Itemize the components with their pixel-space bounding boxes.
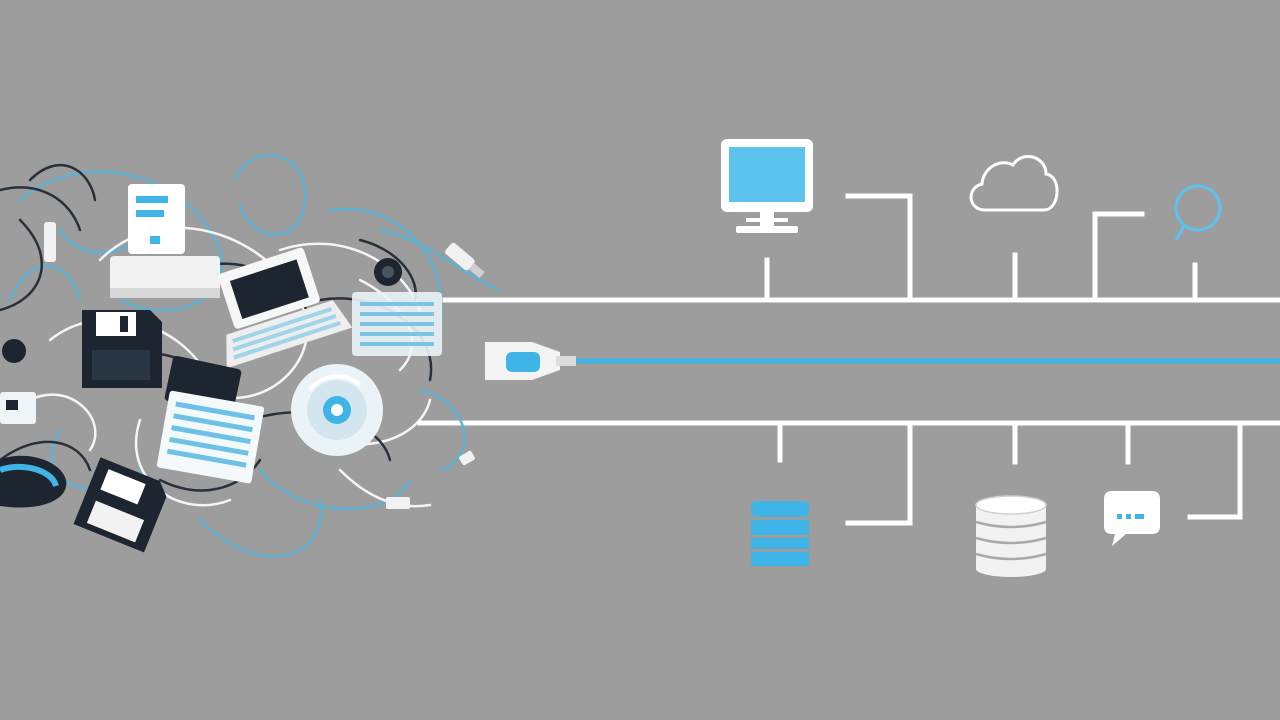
branch-lower-bracket-1 — [845, 420, 913, 526]
printer-icon — [110, 256, 220, 298]
database-icon — [975, 495, 1047, 577]
floppy-disk-icon — [82, 310, 162, 388]
network-lines — [417, 193, 1280, 526]
keyboard-icon — [352, 292, 442, 356]
server-icon — [751, 501, 809, 566]
floppy-disk-icon-small — [73, 457, 167, 553]
branch-lower-bracket-2 — [1187, 420, 1243, 520]
optical-disc-icon — [291, 364, 383, 456]
router-icon — [0, 392, 36, 424]
spreadsheet-icon — [156, 390, 265, 484]
cloud-icon — [969, 155, 1059, 212]
computer-mouse-icon — [0, 455, 67, 508]
chat-bubble-icon — [1104, 491, 1160, 546]
branch-upper-bracket-1 — [845, 193, 913, 303]
knob-icon — [2, 339, 26, 363]
camera-icon — [374, 258, 402, 286]
laptop-icon — [218, 247, 353, 369]
main-connector-icon — [485, 342, 576, 380]
document-icon — [128, 184, 185, 254]
monitor-icon — [721, 139, 813, 233]
branch-upper-bracket-2 — [1092, 211, 1145, 303]
search-icon — [1174, 184, 1222, 241]
usb-plug-icon — [44, 222, 485, 509]
